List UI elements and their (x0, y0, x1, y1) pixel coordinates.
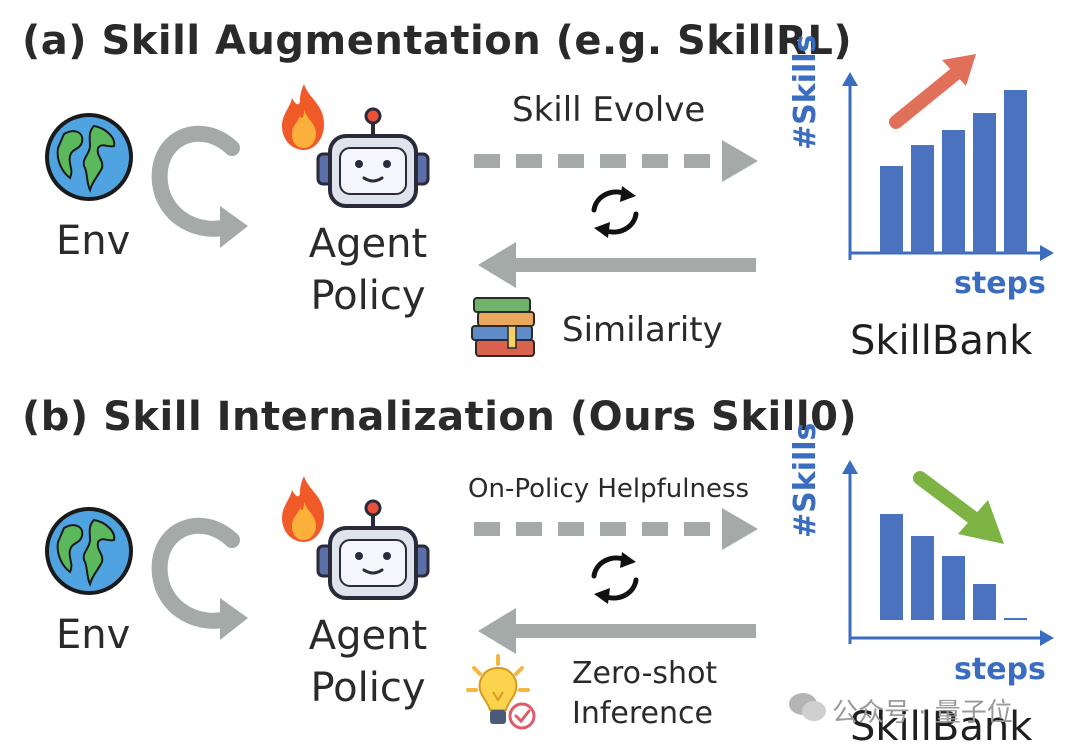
robot-icon (316, 107, 430, 208)
y-axis-label: #Skills (788, 34, 823, 150)
cycle-arrow-icon (151, 517, 248, 640)
globe-icon (45, 113, 133, 201)
agent-label-line2: Policy (310, 273, 426, 319)
y-axis-label: #Skills (788, 422, 823, 538)
skill-chart-b (842, 460, 1054, 646)
agent-policy-label: Agent Policy (298, 610, 438, 714)
solid-arrow-left (478, 608, 756, 654)
bar (973, 584, 996, 620)
top-arrow-label: Skill Evolve (512, 90, 706, 130)
books-icon (471, 297, 535, 357)
robot-icon (316, 499, 430, 600)
agent-label-line1: Agent (308, 613, 428, 659)
bottom-arrow-label-line1: Zero-shot (572, 656, 718, 691)
x-axis-label: steps (954, 652, 1046, 687)
bottom-arrow-label-line2: Inference (572, 696, 713, 731)
refresh-icon (591, 552, 639, 604)
bar (911, 145, 934, 253)
agent-policy-label: Agent Policy (298, 218, 438, 322)
bar (942, 556, 965, 620)
bar (1004, 90, 1027, 253)
cycle-arrow-icon (151, 125, 248, 248)
bar (880, 166, 903, 253)
bottom-arrow-label: Similarity (562, 310, 723, 350)
panel-b-title: (b) Skill Internalization (Ours Skill0) (22, 394, 858, 440)
fire-icon (282, 84, 324, 150)
agent-label-line2: Policy (310, 665, 426, 711)
panel-a-title: (a) Skill Augmentation (e.g. SkillRL) (22, 18, 853, 64)
dashed-arrow-right (474, 508, 758, 550)
env-label: Env (56, 612, 131, 658)
bar (942, 130, 965, 253)
refresh-icon (591, 186, 639, 238)
bar (973, 113, 996, 253)
skillbank-label: SkillBank (850, 318, 1033, 364)
lightbulb-icon (466, 654, 536, 730)
globe-icon (45, 507, 133, 595)
bar (911, 536, 934, 620)
x-axis-label: steps (954, 266, 1046, 301)
solid-arrow-left (478, 242, 756, 288)
skill-chart-a (842, 54, 1054, 261)
skillbank-label: SkillBank (850, 704, 1033, 750)
bar (880, 514, 903, 620)
bottom-arrow-label: Zero-shot Inference (572, 654, 717, 734)
wechat-icon (789, 693, 826, 721)
agent-label-line1: Agent (308, 221, 428, 267)
env-label: Env (56, 218, 131, 264)
fire-icon (282, 476, 324, 542)
top-arrow-label: On-Policy Helpfulness (468, 474, 750, 504)
watermark: 公众号 · 量子位 (832, 698, 1013, 728)
dashed-arrow-right (474, 140, 758, 182)
